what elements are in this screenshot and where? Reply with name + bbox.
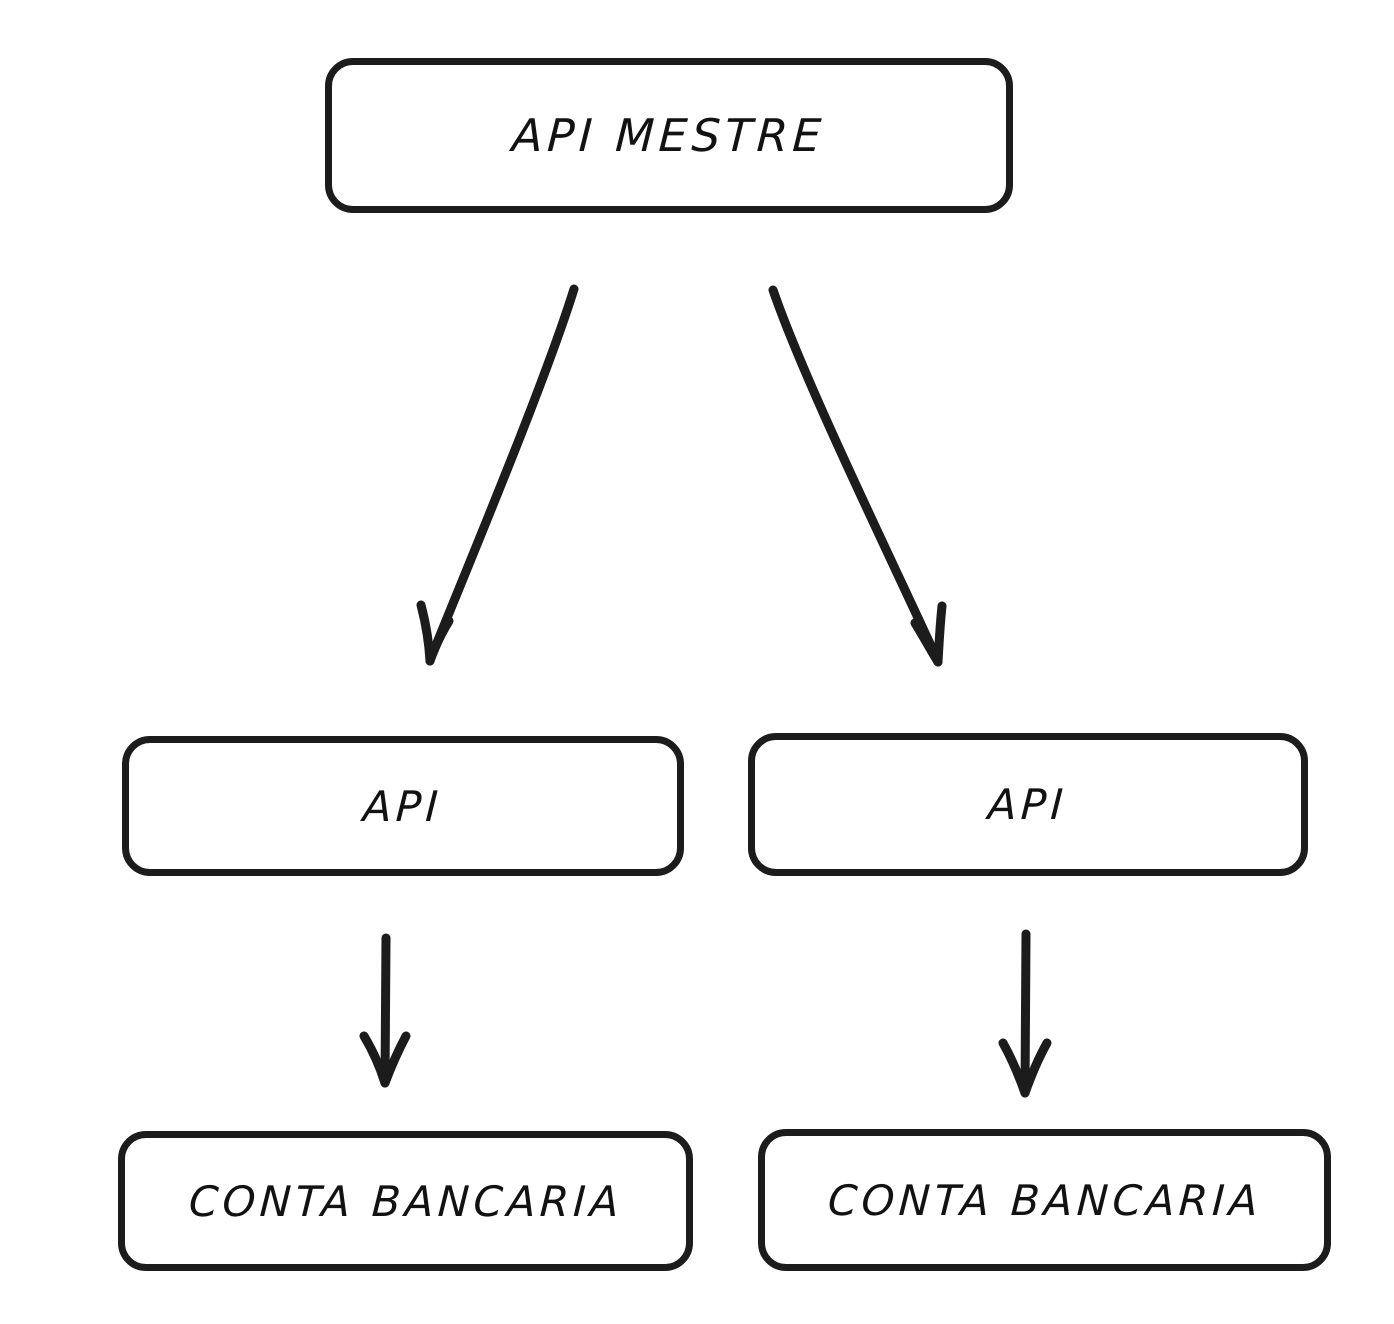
node-api-mestre[interactable]: API MESTRE (325, 58, 1013, 213)
edge-api-right-to-conta-right (998, 929, 1052, 1098)
node-conta-bancaria-right-label: CONTA BANCARIA (826, 1175, 1263, 1225)
node-api-left-label: API (362, 781, 444, 831)
node-conta-bancaria-left[interactable]: CONTA BANCARIA (118, 1131, 693, 1271)
edge-api-left-to-conta-left (359, 933, 411, 1088)
node-api-mestre-label: API MESTRE (510, 109, 828, 162)
node-api-right-label: API (987, 780, 1069, 829)
node-conta-bancaria-left-label: CONTA BANCARIA (187, 1176, 624, 1226)
node-api-left[interactable]: API (122, 736, 684, 876)
edge-mestre-to-api-right (768, 285, 947, 667)
edge-mestre-to-api-left (416, 284, 579, 666)
node-api-right[interactable]: API (748, 733, 1308, 876)
node-conta-bancaria-right[interactable]: CONTA BANCARIA (758, 1129, 1331, 1271)
